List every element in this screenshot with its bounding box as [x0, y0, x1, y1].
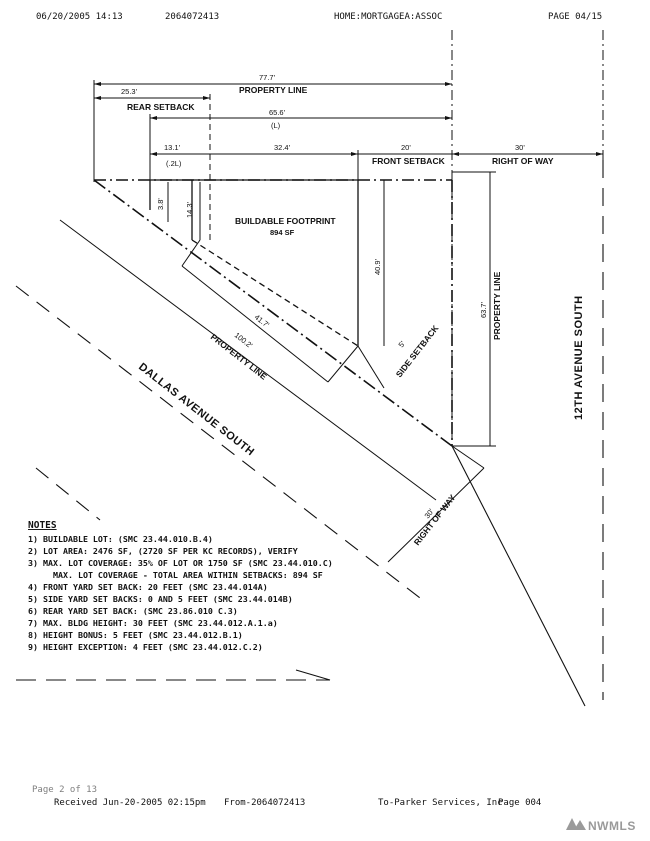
street-diagonal: [451, 445, 586, 707]
street-dallas-avenue: DALLAS AVENUE SOUTH: [136, 361, 256, 459]
dallas-avenue-far-edge: [15, 285, 421, 599]
label-rear-setback: REAR SETBACK: [127, 102, 195, 112]
label-property-line-top: PROPERTY LINE: [239, 85, 308, 95]
vertical-dimensions: [167, 171, 496, 447]
dim-middle-segment: 32.4': [274, 143, 291, 152]
diagonal-dimensions: [59, 219, 485, 563]
notes-title: NOTES: [28, 520, 57, 531]
note-item: 1) BUILDABLE LOT: (SMC 23.44.010.B.4): [28, 534, 213, 544]
buildable-footprint: [149, 179, 359, 347]
nwmls-watermark: NWMLS: [566, 818, 636, 833]
extension-line-41-7-bottom: [327, 345, 359, 383]
dim-property-total: 77.7': [259, 73, 276, 82]
dim-front-setback: 20': [401, 143, 411, 152]
label-front-setback: FRONT SETBACK: [372, 156, 446, 166]
street-12th-avenue: 12TH AVENUE SOUTH: [573, 295, 585, 420]
fax-phone: 2064072413: [165, 12, 219, 22]
dimension-line-100-2: [59, 219, 437, 501]
label-footprint-area: 894 SF: [270, 228, 295, 237]
note-item: 9) HEIGHT EXCEPTION: 4 FEET (SMC 23.44.0…: [28, 642, 263, 652]
label-right-of-way-diag: RIGHT OF WAY: [412, 492, 458, 547]
dim-footprint-height: 40.9': [373, 258, 382, 275]
dim-small-a: 3.8': [156, 198, 165, 210]
note-item: 3) MAX. LOT COVERAGE: 35% OF LOT OR 1750…: [28, 558, 333, 568]
dim-side-setback: 5': [396, 339, 407, 349]
label-right-of-way-top: RIGHT OF WAY: [492, 156, 554, 166]
label-footprint-title: BUILDABLE FOOTPRINT: [235, 216, 336, 226]
fax-sender: HOME:MORTGAGEA:ASSOC: [334, 12, 442, 22]
fax-footer-page: Page 004: [498, 798, 541, 808]
street-labels: DALLAS AVENUE SOUTH 12TH AVENUE SOUTH: [136, 295, 585, 458]
fax-header: 06/20/2005 14:13 2064072413 HOME:MORTGAG…: [36, 12, 602, 22]
diagonal-property-line: [93, 179, 453, 447]
extension-line-41-7-top: [181, 239, 201, 267]
footprint-diagonal-edge: [191, 239, 359, 347]
dallas-avenue-lower-edge: [35, 467, 101, 521]
fax-page-number: PAGE 04/15: [548, 12, 602, 22]
dim-rear-setback: 25.3': [121, 87, 138, 96]
note-item: 4) FRONT YARD SET BACK: 20 FEET (SMC 23.…: [28, 582, 268, 592]
label-side-setback: SIDE SETBACK: [394, 323, 441, 380]
note-item: 2) LOT AREA: 2476 SF, (2720 SF PER KC RE…: [28, 546, 298, 556]
cut-off-page-text: Page 2 of 13: [32, 785, 97, 795]
watermark-text: NWMLS: [588, 819, 636, 833]
dim-left-segment: 13.1': [164, 143, 181, 152]
label-property-line-east: PROPERTY LINE: [492, 271, 502, 340]
dim-east-property: 63.7': [479, 301, 488, 318]
fax-datetime: 06/20/2005 14:13: [36, 12, 123, 22]
note-item: 7) MAX. BLDG HEIGHT: 30 FEET (SMC 23.44.…: [28, 618, 278, 628]
dimension-arrows: [94, 82, 603, 156]
fax-footer: Page 2 of 13 Received Jun-20-2005 02:15p…: [32, 785, 541, 808]
dim-lot-length-symbol: (L): [271, 121, 281, 130]
dim-right-of-way-top: 30': [515, 143, 525, 152]
extension-line-row-diag-top: [451, 445, 485, 469]
note-item: MAX. LOT COVERAGE - TOTAL AREA WITHIN SE…: [28, 570, 323, 580]
fax-from: From-2064072413: [224, 798, 305, 808]
dimension-line-41-7: [181, 265, 329, 383]
street-lines: [15, 160, 604, 707]
bottom-edge-tail: [295, 669, 331, 681]
extension-line-side-setback: [357, 345, 385, 389]
nwmls-logo-icon: [566, 818, 586, 830]
note-item: 5) SIDE YARD SET BACKS: 0 AND 5 FEET (SM…: [28, 594, 293, 604]
dim-left-segment-symbol: (.2L): [166, 159, 182, 168]
dim-small-b: 14.3': [185, 201, 194, 218]
fax-received: Received Jun-20-2005 02:15pm: [54, 798, 206, 808]
notes-block: NOTES 1) BUILDABLE LOT: (SMC 23.44.010.B…: [28, 520, 333, 652]
note-item: 8) HEIGHT BONUS: 5 FEET (SMC 23.44.012.B…: [28, 630, 243, 640]
note-item: 6) REAR YARD SET BACK: (SMC 23.86.010 C.…: [28, 606, 238, 616]
dim-lot-length: 65.6': [269, 108, 286, 117]
dimension-line-row-diag: [387, 467, 485, 563]
dimension-labels: 77.7' PROPERTY LINE 25.3' REAR SETBACK 6…: [121, 73, 554, 547]
fax-to: To-Parker Services, Inc: [378, 798, 503, 808]
dim-diag-footprint: 41.7': [253, 312, 272, 329]
